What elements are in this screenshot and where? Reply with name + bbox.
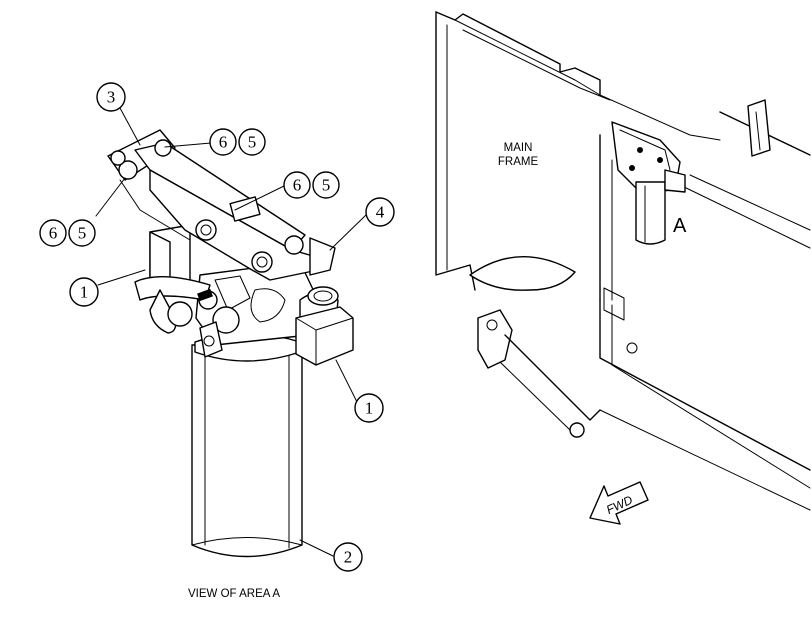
area-a-filter	[611, 121, 686, 245]
svg-text:5: 5	[322, 176, 331, 195]
svg-text:1: 1	[365, 399, 374, 418]
callout-2: 2	[333, 542, 363, 572]
frame-location-view: MAIN FRAME A FWD	[435, 11, 811, 525]
svg-text:3: 3	[107, 88, 116, 107]
view-caption: VIEW OF AREA A	[188, 588, 280, 600]
callout-5-left: 5	[68, 219, 96, 247]
filter-base	[134, 224, 339, 362]
svg-text:5: 5	[78, 224, 87, 243]
callout-6-top: 6	[209, 128, 237, 156]
callout-5-mid: 5	[312, 171, 340, 199]
callout-3: 3	[96, 82, 126, 112]
main-frame-rail	[435, 11, 811, 511]
callout-1-left: 1	[69, 277, 99, 307]
callout-6-left: 6	[39, 219, 67, 247]
area-a-marker: A	[673, 215, 687, 237]
callout-6-mid: 6	[283, 171, 311, 199]
svg-text:6: 6	[49, 224, 58, 243]
svg-text:6: 6	[219, 133, 228, 152]
callout-5-top: 5	[238, 128, 266, 156]
filter-assembly-view: 3 6 5 6 5 4 6 5	[39, 82, 395, 600]
bolts	[110, 139, 304, 273]
svg-text:1: 1	[80, 283, 89, 302]
leader-lines	[95, 107, 367, 557]
main-frame-label-line2: FRAME	[498, 156, 539, 168]
callout-4: 4	[365, 197, 395, 227]
svg-text:2: 2	[344, 548, 353, 567]
main-frame-label-line1: MAIN	[504, 142, 533, 154]
svg-text:4: 4	[376, 203, 385, 222]
callout-1-right: 1	[354, 393, 384, 423]
svg-text:5: 5	[248, 133, 257, 152]
svg-text:6: 6	[293, 176, 302, 195]
forward-arrow-icon: FWD	[589, 481, 649, 525]
sensor-block	[295, 306, 354, 366]
filter-canister	[191, 344, 303, 558]
